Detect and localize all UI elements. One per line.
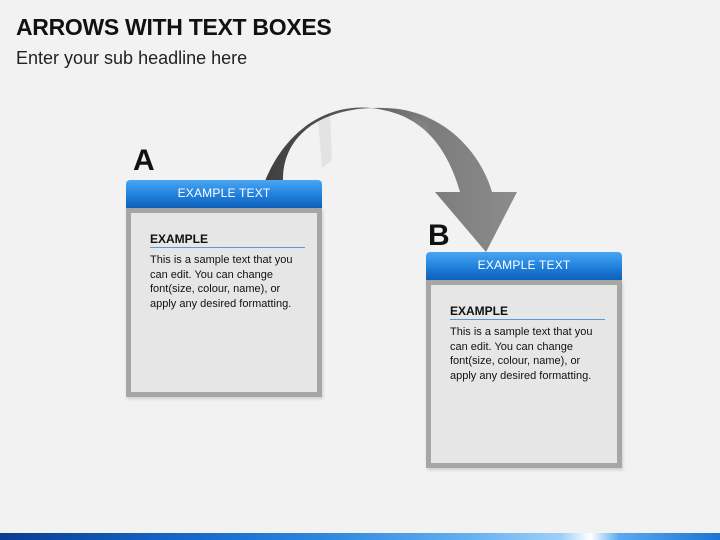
footer-bar bbox=[0, 533, 720, 540]
box-heading-b: EXAMPLE bbox=[450, 304, 605, 320]
page-title: ARROWS WITH TEXT BOXES bbox=[16, 14, 332, 40]
arrow-highlight bbox=[318, 112, 332, 168]
box-text-b: This is a sample text that you can edit.… bbox=[450, 326, 593, 382]
text-box-b: EXAMPLE TEXT EXAMPLE This is a sample te… bbox=[426, 252, 622, 468]
arrow-body bbox=[265, 107, 517, 252]
arrow-highlight-2 bbox=[412, 116, 428, 176]
box-body-b: EXAMPLE This is a sample text that you c… bbox=[426, 280, 622, 468]
text-box-a: EXAMPLE TEXT EXAMPLE This is a sample te… bbox=[126, 180, 322, 397]
label-letter-a: A bbox=[133, 144, 155, 177]
box-text-a: This is a sample text that you can edit.… bbox=[150, 254, 293, 310]
box-body-a: EXAMPLE This is a sample text that you c… bbox=[126, 208, 322, 397]
box-header-a: EXAMPLE TEXT bbox=[126, 180, 322, 208]
box-header-b: EXAMPLE TEXT bbox=[426, 252, 622, 280]
page-subtitle: Enter your sub headline here bbox=[16, 48, 248, 68]
box-heading-a: EXAMPLE bbox=[150, 232, 305, 248]
label-letter-b: B bbox=[428, 219, 450, 252]
